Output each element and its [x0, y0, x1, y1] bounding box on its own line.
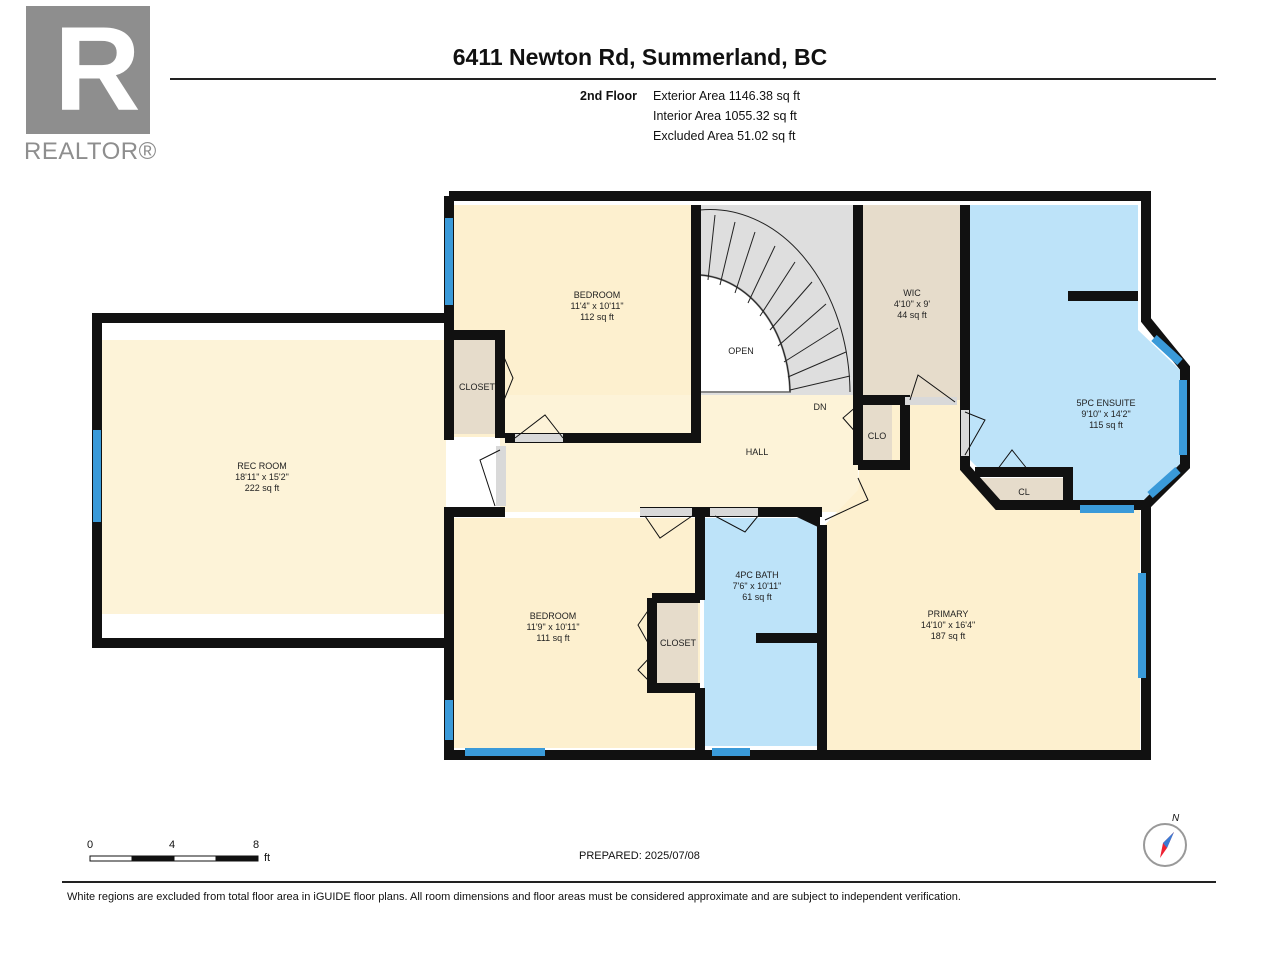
label-hall: HALL [745, 447, 769, 457]
primary-fill [822, 400, 1140, 750]
bath-fill [704, 518, 820, 746]
area-summary: Exterior Area 1146.38 sq ft Interior Are… [653, 86, 800, 146]
clo-fill [862, 405, 892, 465]
scale-bar [89, 855, 259, 862]
scale-tick-4: 4 [169, 839, 176, 851]
wic-fill [862, 205, 962, 400]
realtor-logo: R REALTOR® [24, 2, 156, 165]
hall-fill [500, 395, 858, 512]
door-swings [479, 347, 1029, 685]
page-title: 6411 Newton Rd, Summerland, BC [452, 44, 828, 70]
scale-tick-8: 8 [253, 839, 260, 851]
label-closet-2: CLOSET [659, 638, 697, 648]
door-openings [496, 397, 969, 516]
closet-fill [454, 340, 498, 434]
scale-tick-0: 0 [87, 839, 94, 851]
footer-divider [62, 881, 1216, 883]
scale-unit: ft [264, 852, 271, 864]
header-divider [170, 78, 1216, 80]
exterior-area: Exterior Area 1146.38 sq ft [653, 89, 801, 103]
windows [93, 218, 1187, 756]
floor-name: 2nd Floor [580, 89, 637, 103]
label-closet-1: CLOSET [458, 382, 496, 392]
ensuite-fill [970, 205, 1182, 505]
compass-north-label: N [1172, 813, 1180, 824]
label-open: OPEN [728, 346, 754, 356]
interior-area: Interior Area 1055.32 sq ft [653, 109, 797, 123]
disclaimer: White regions are excluded from total fl… [67, 891, 961, 903]
excluded-area: Excluded Area 51.02 sq ft [653, 129, 796, 143]
rec-room-fill [100, 340, 446, 614]
compass-icon [1143, 823, 1187, 867]
label-stairs-down: DN [813, 402, 827, 412]
stair-treads [699, 209, 851, 393]
prepared-date: PREPARED: 2025/07/08 [579, 850, 700, 862]
logo-text: REALTOR® [24, 138, 157, 165]
cl-fill [980, 478, 1064, 505]
label-cl: CL [1018, 487, 1030, 497]
closet2-fill [656, 600, 698, 684]
logo-letter: R [54, 2, 141, 136]
label-clo: CLO [867, 431, 887, 441]
